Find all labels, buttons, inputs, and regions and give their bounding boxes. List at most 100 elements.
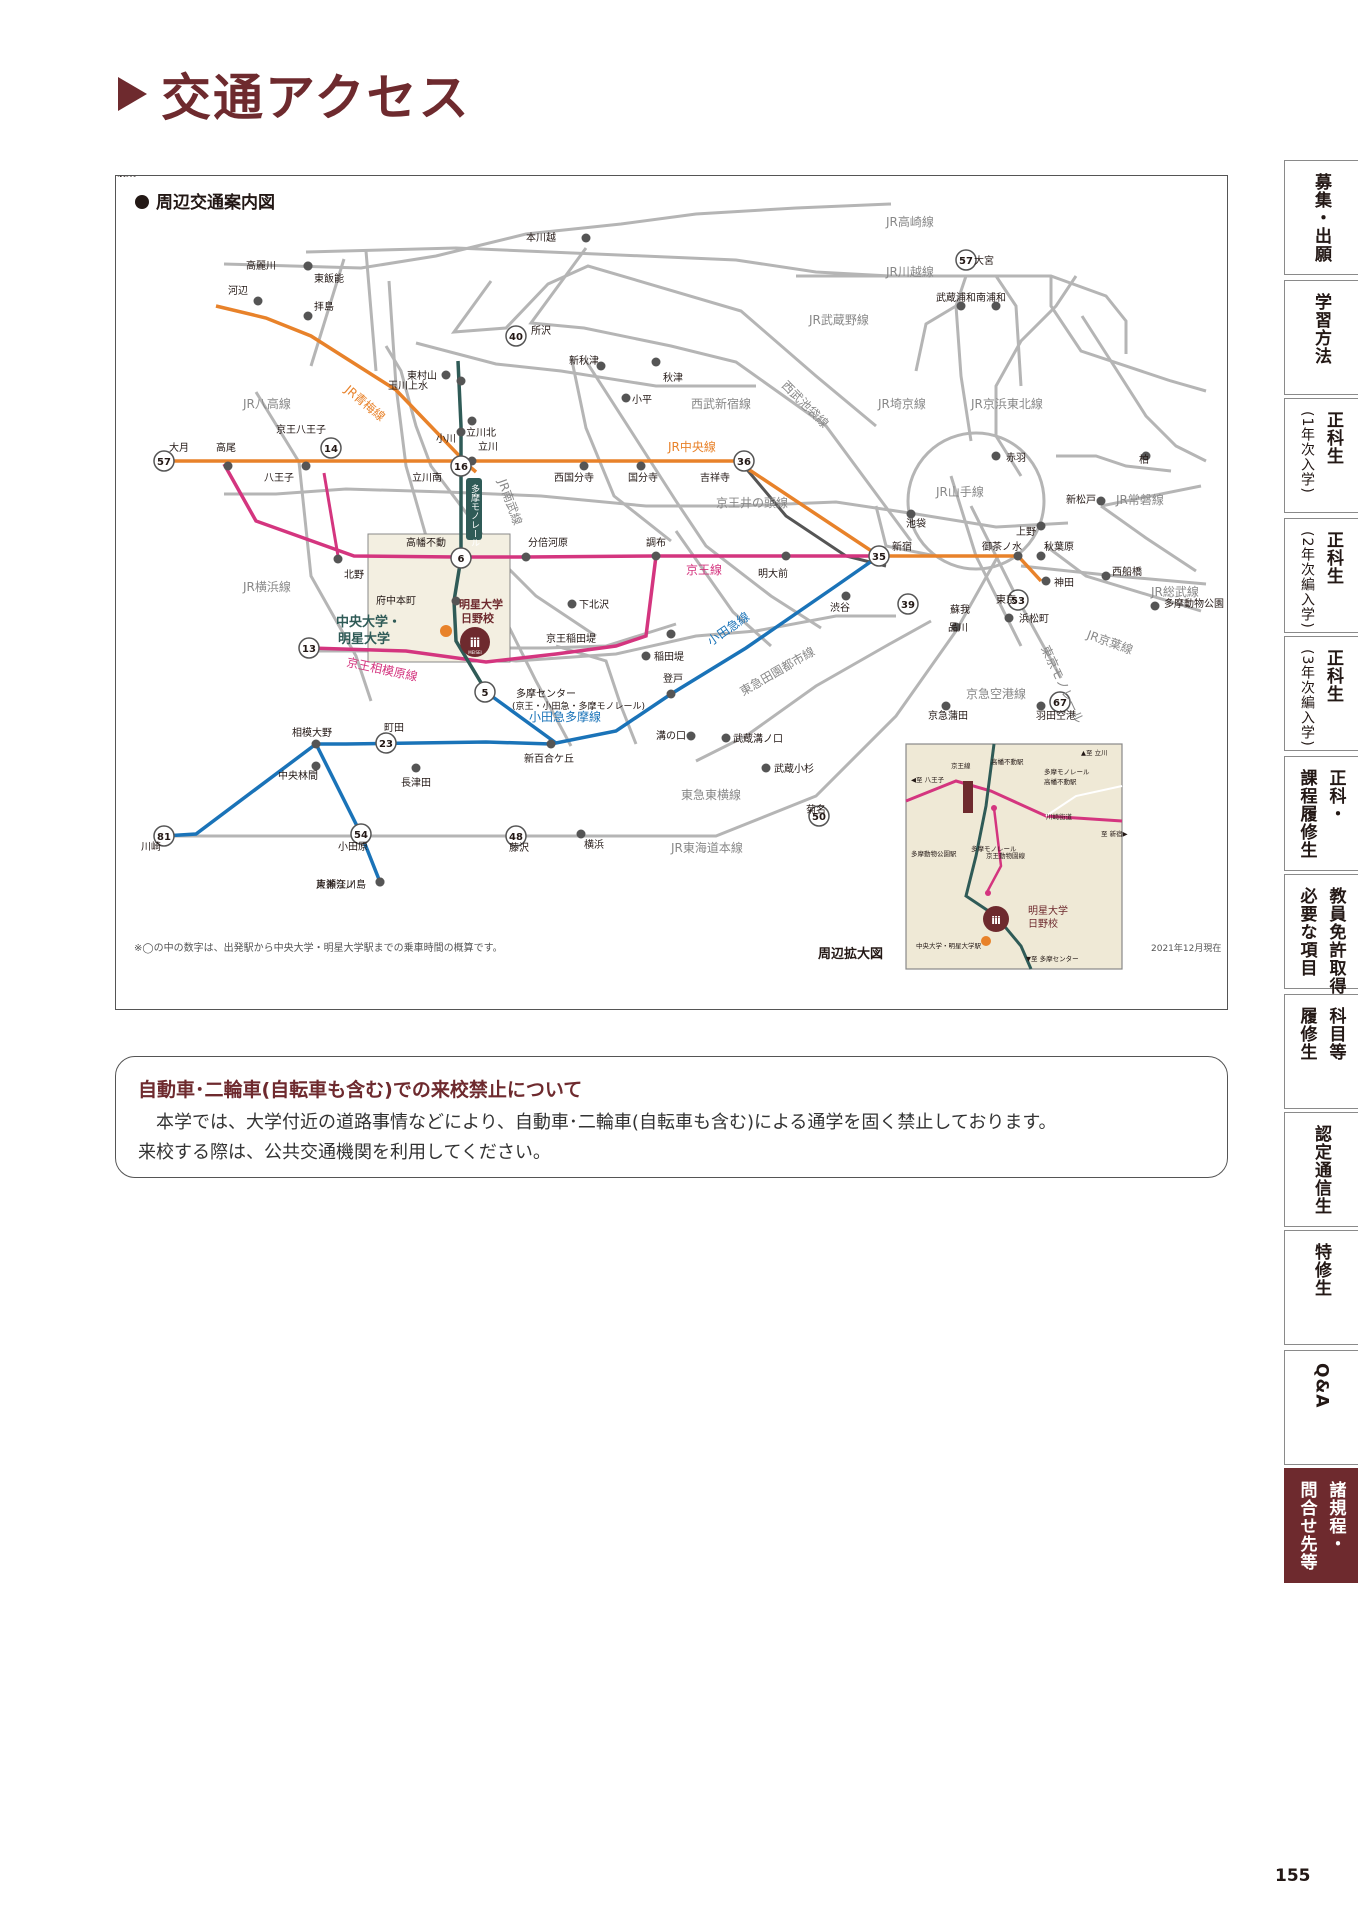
station-label: 新百合ケ丘 [524,752,574,765]
index-tab-label: (2年次編入学) [1299,531,1315,629]
station-label: 登戸 [663,672,683,685]
yamanote-loop [906,431,1046,571]
map-footnote: ※◯の中の数字は、出発駅から中央大学・明星大学駅までの乗車時間の概算です。 [134,941,503,954]
index-tab-label: 正科・ [1325,769,1346,823]
station-dot [941,701,951,711]
index-tab[interactable]: 正科生 (2年次編入学) [1284,518,1358,633]
station-dot [1013,551,1023,561]
index-tab[interactable]: 正科生(1年次入学) [1284,398,1358,513]
index-tab[interactable]: 特修生 [1284,1230,1358,1345]
station-dot [333,554,343,564]
index-tab[interactable]: 認定通信生 [1284,1112,1358,1227]
line-label: JR横浜線 [242,579,291,594]
inset-keio-dobutsuen-line [984,807,1003,895]
station-label: 吉祥寺 [700,471,730,484]
index-tab[interactable]: Q&A [1284,1350,1358,1465]
station-label: 国分寺 [628,472,658,484]
time-circle [505,325,527,347]
station-dot [721,733,731,743]
station-label: 調布 [646,536,666,549]
time-value: 57 [959,256,973,267]
ome-upper [309,258,346,367]
jr-hachiko-upper [364,250,378,372]
misc-b [1020,564,1207,586]
station-dot [567,599,577,609]
index-tab[interactable]: 諸規程・問合せ先等 [1284,1468,1358,1583]
index-tab[interactable]: 正科生(3年次編入学) [1284,636,1358,751]
line-label: JR常磐線 [1115,492,1164,507]
time-circle [375,732,397,754]
inset-monorail-line [964,743,1033,970]
station-label: 町田 [384,723,404,734]
station-label: 橋本 [116,176,136,179]
station-dot [223,461,233,471]
station-dot [576,829,586,839]
saikyo-b [994,275,1023,387]
station-label: 横浜 [584,838,604,851]
time-circle [450,455,472,477]
index-tab-label: 認定通信生 [1311,1125,1331,1215]
index-tab-label: 教員免許取得に [1325,887,1346,1013]
station-label: 東京 [996,593,1016,606]
index-tab[interactable]: 学習方法 [1284,280,1358,395]
index-tab[interactable]: 正科・課程履修生 [1284,756,1358,871]
station-label: 長津田 [401,777,431,789]
station-dot [956,301,966,311]
inset-logo-icon [983,906,1009,932]
station-label: 秋葉原 [1044,540,1074,553]
notice-body-1: 本学では、大学付近の道路事情などにより、自動車･二輪車(自転車も含む)による通学… [138,1112,1057,1133]
inset-station-marker-icon [981,936,991,946]
line-label: 小田急線 [704,609,752,649]
station-label: 御茶ノ水 [982,540,1022,553]
seibu-ikebukuro-line [528,247,913,542]
station-label: 多摩センター [516,687,576,700]
inset-label: 日野校 [1028,917,1058,930]
inset-keio-line [905,779,1123,823]
index-tab-label: (1年次入学) [1299,411,1315,494]
time-value: 57 [157,457,171,468]
index-tab[interactable]: 募集・出願 [1284,160,1358,275]
time-circle [153,825,175,847]
station-label: 高尾 [216,441,236,454]
station-dot [546,739,556,749]
misc-a [674,530,773,648]
map-date-note: 2021年12月現在 [1151,942,1221,954]
index-tab-label: 履修生 [1296,1007,1317,1061]
index-tab-label: (3年次編入学) [1299,649,1315,747]
station-label: 高麗川 [246,259,276,272]
campus-label-2: 明星大学 [338,631,390,647]
station-label: 稲田堤 [654,651,684,663]
time-circle [153,450,175,472]
inokashira-line [742,465,887,568]
index-tab-label: 募集・出願 [1311,173,1331,263]
station-dot [906,509,916,519]
station-label: 北野 [344,569,364,581]
line-label: JR武蔵野線 [808,312,869,327]
index-tab-label: 必要な項目 [1296,887,1317,977]
inset-label: ▼至 多摩センター [1026,954,1079,963]
station-dot [991,301,1001,311]
index-tab-label: 正科生 [1323,531,1343,585]
station-label: 立川 [478,440,498,453]
station-label: 藤沢 [509,841,529,854]
station-dot [303,311,313,321]
station-names: 本川越大宮高麗川東飯能河辺拝島所沢武蔵浦和南浦和玉川上水東村山新秋津秋津小平京王… [116,176,1224,891]
index-tab-label: 問合せ先等 [1296,1481,1317,1571]
misc-f [496,622,677,650]
station-label: 東神奈川 [316,878,356,891]
line-label: JR高崎線 [885,214,934,229]
time-value: 54 [354,830,368,841]
index-tab[interactable]: 教員免許取得に必要な項目 [1284,874,1358,1013]
station-dot [411,763,421,773]
station-dot [521,552,531,562]
station-label: 品川 [948,622,968,634]
index-tab[interactable]: 科目等履修生 [1284,994,1358,1109]
line-label: 東急田園都市線 [737,644,817,699]
station-label: 池袋 [906,517,926,530]
meisei-logo-icon [460,627,490,657]
time-circle [897,593,919,615]
station-dot [253,296,263,306]
line-label: JR山手線 [935,484,984,499]
misc-c [1056,454,1172,473]
